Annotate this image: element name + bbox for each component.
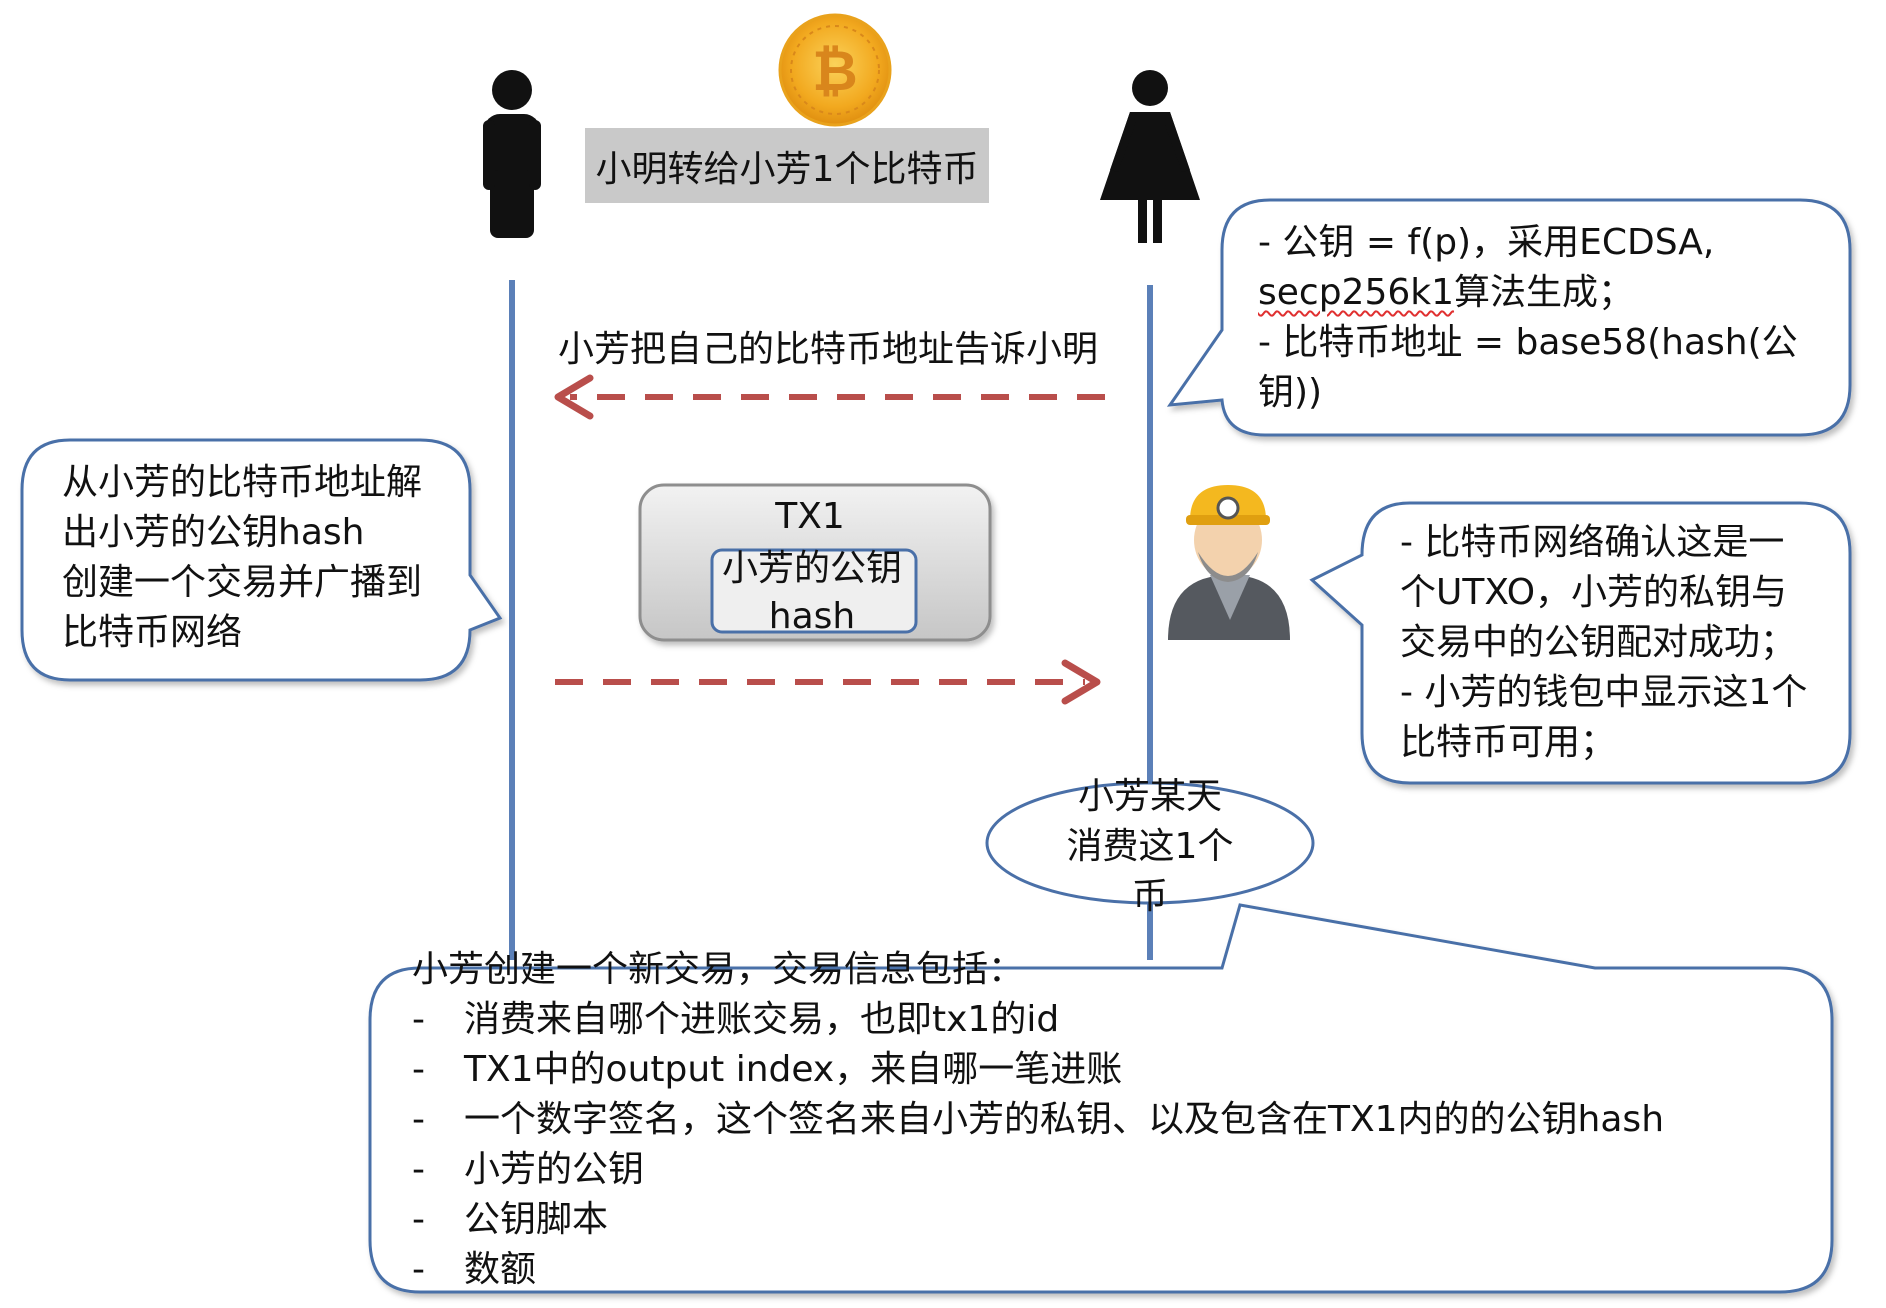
bubble-top-right-line-2-rest: 算法生成； bbox=[1454, 272, 1635, 313]
bubble-top-right-text: - 公钥 = f(p)，采用ECDSA, secp256k1算法生成； - 比特… bbox=[1258, 218, 1798, 418]
list-item-text: 公钥脚本 bbox=[464, 1199, 609, 1240]
list-item-text: 消费来自哪个进账交易，也即tx1的id bbox=[464, 999, 1060, 1040]
bubble-left-line-1: 从小芳的比特币地址解 bbox=[62, 462, 423, 503]
bubble-left-line-3: 创建一个交易并广播到 bbox=[62, 562, 423, 603]
tx1-inner-text: 小芳的公钥 hash bbox=[712, 545, 912, 641]
bitcoin-coin-icon: ₿ bbox=[778, 13, 892, 127]
bubble-bottom-shape bbox=[368, 903, 1834, 1294]
list-item: -一个数字签名，这个签名来自小芳的私钥、以及包含在TX1内的的公钥hash bbox=[412, 1095, 1664, 1145]
arrow-address-to-xiaoming bbox=[554, 374, 1105, 420]
bubble-top-right-code: secp256k1 bbox=[1258, 272, 1455, 313]
ellipse-shape bbox=[985, 781, 1315, 905]
ellipse-line-3: 币 bbox=[1131, 876, 1168, 917]
bubble-top-right-line-2: secp256k1算法生成； bbox=[1258, 268, 1798, 318]
bubble-top-right-line-4: 钥)) bbox=[1258, 372, 1323, 413]
tx1-inner-line-2: hash bbox=[768, 596, 856, 637]
title-banner: 小明转给小芳1个比特币 bbox=[585, 128, 989, 203]
list-dash: - bbox=[412, 1049, 425, 1090]
list-item: -公钥脚本 bbox=[412, 1195, 1664, 1245]
bubble-top-right-line-1: - 公钥 = f(p)，采用ECDSA, bbox=[1258, 222, 1715, 263]
svg-text:₿: ₿ bbox=[812, 39, 858, 104]
miner-icon bbox=[1168, 485, 1290, 640]
list-item-text: 数额 bbox=[464, 1249, 537, 1290]
bubble-left-text: 从小芳的比特币地址解 出小芳的公钥hash 创建一个交易并广播到 比特币网络 bbox=[62, 458, 422, 658]
ellipse-line-1: 小芳某天 bbox=[1077, 776, 1222, 817]
bubble-right-mid-line-2: 个UTXO，小芳的私钥与 bbox=[1400, 572, 1788, 613]
list-dash: - bbox=[412, 1199, 425, 1240]
bubble-left-line-2: 出小芳的公钥hash bbox=[62, 512, 365, 553]
ellipse-text: 小芳某天 消费这1个 币 bbox=[1040, 772, 1260, 922]
bubble-top-right-line-3: - 比特币地址 = base58(hash(公 bbox=[1258, 322, 1798, 363]
tx1-inner-box-shape bbox=[710, 548, 918, 634]
bubble-left-line-4: 比特币网络 bbox=[62, 612, 243, 653]
list-dash: - bbox=[412, 1249, 425, 1290]
bubble-left-shape bbox=[20, 438, 503, 682]
bubble-right-mid-text: - 比特币网络确认这是一 个UTXO，小芳的私钥与 交易中的公钥配对成功； - … bbox=[1400, 518, 1807, 768]
title-banner-text: 小明转给小芳1个比特币 bbox=[595, 148, 979, 190]
list-item: -数额 bbox=[412, 1245, 1664, 1295]
arrow-tx-to-network bbox=[555, 659, 1101, 705]
list-item-text: TX1中的output index，来自哪一笔进账 bbox=[464, 1049, 1123, 1090]
list-item-text: 小芳的公钥 bbox=[464, 1149, 645, 1190]
man-person-icon bbox=[483, 70, 541, 238]
arrow-left-label: 小芳把自己的比特币地址告诉小明 bbox=[558, 329, 1099, 370]
bubble-top-right-shape bbox=[1166, 198, 1852, 437]
list-item: -小芳的公钥 bbox=[412, 1145, 1664, 1195]
bubble-bottom-heading: 小芳创建一个新交易，交易信息包括： bbox=[412, 949, 1025, 990]
list-item: -TX1中的output index，来自哪一笔进账 bbox=[412, 1045, 1664, 1095]
bubble-right-mid-line-3: 交易中的公钥配对成功； bbox=[1400, 622, 1797, 663]
bubble-right-mid-line-5: 比特币可用； bbox=[1400, 722, 1617, 763]
tx1-inner-line-1: 小芳的公钥 bbox=[721, 548, 902, 589]
tx1-title: TX1 bbox=[775, 496, 845, 537]
list-dash: - bbox=[412, 999, 425, 1040]
list-item-text: 一个数字签名，这个签名来自小芳的私钥、以及包含在TX1内的的公钥hash bbox=[464, 1099, 1665, 1140]
bubble-bottom-text: 小芳创建一个新交易，交易信息包括： -消费来自哪个进账交易，也即tx1的id -… bbox=[412, 945, 1664, 1295]
bubble-right-mid-line-1: - 比特币网络确认这是一 bbox=[1400, 522, 1785, 563]
bubble-right-mid-shape bbox=[1309, 501, 1852, 785]
list-dash: - bbox=[412, 1099, 425, 1140]
list-dash: - bbox=[412, 1149, 425, 1190]
list-item: -消费来自哪个进账交易，也即tx1的id bbox=[412, 995, 1664, 1045]
bubble-right-mid-line-4: - 小芳的钱包中显示这1个 bbox=[1400, 672, 1808, 713]
ellipse-line-2: 消费这1个 bbox=[1066, 826, 1234, 867]
woman-person-icon bbox=[1100, 70, 1200, 243]
